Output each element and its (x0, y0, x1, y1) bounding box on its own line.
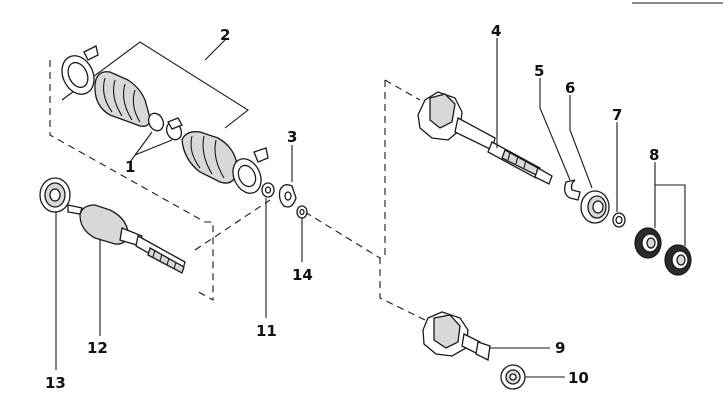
label-1: 1 (125, 158, 135, 176)
part-11-washer (261, 182, 275, 198)
label-6: 6 (565, 79, 575, 97)
part-8-oil-seal-a (634, 227, 662, 259)
callout-labels: 2 1 3 4 5 6 7 8 9 10 11 12 13 14 (45, 22, 659, 392)
part-4-inner-joint-shaft (417, 91, 553, 185)
inner-boot (181, 131, 237, 184)
part-7-snap-ring (612, 212, 626, 228)
small-boot-clamp (147, 112, 165, 132)
part-2-bracket (61, 39, 249, 129)
label-13: 13 (45, 374, 66, 392)
label-11: 11 (256, 322, 277, 340)
label-5: 5 (534, 62, 544, 80)
label-14: 14 (292, 266, 313, 284)
label-4: 4 (491, 22, 501, 40)
part-8-oil-seal-b (664, 244, 692, 276)
left-assembly-outline (49, 60, 271, 301)
label-10: 10 (568, 369, 589, 387)
right-assembly-outline (304, 79, 426, 321)
part-5-clip (564, 179, 581, 201)
label-12: 12 (87, 339, 108, 357)
part-6-bearing (580, 190, 610, 224)
label-2: 2 (220, 26, 230, 44)
inner-boot-clamp (165, 117, 183, 141)
label-9: 9 (555, 339, 565, 357)
inner-large-clamp (232, 147, 269, 194)
part-3-snap-ring (278, 184, 297, 208)
leader-lines (55, 38, 686, 378)
part-14-circlip (296, 205, 308, 219)
outer-boot (94, 71, 151, 127)
label-7: 7 (612, 106, 622, 124)
part-12-outer-joint-shaft (67, 204, 186, 274)
part-13-dust-seal (39, 177, 71, 213)
label-8: 8 (649, 146, 659, 164)
part-10-nut (500, 364, 526, 390)
label-3: 3 (287, 128, 297, 146)
outer-boot-clamp (61, 45, 99, 95)
part-9-inner-joint (422, 311, 491, 361)
